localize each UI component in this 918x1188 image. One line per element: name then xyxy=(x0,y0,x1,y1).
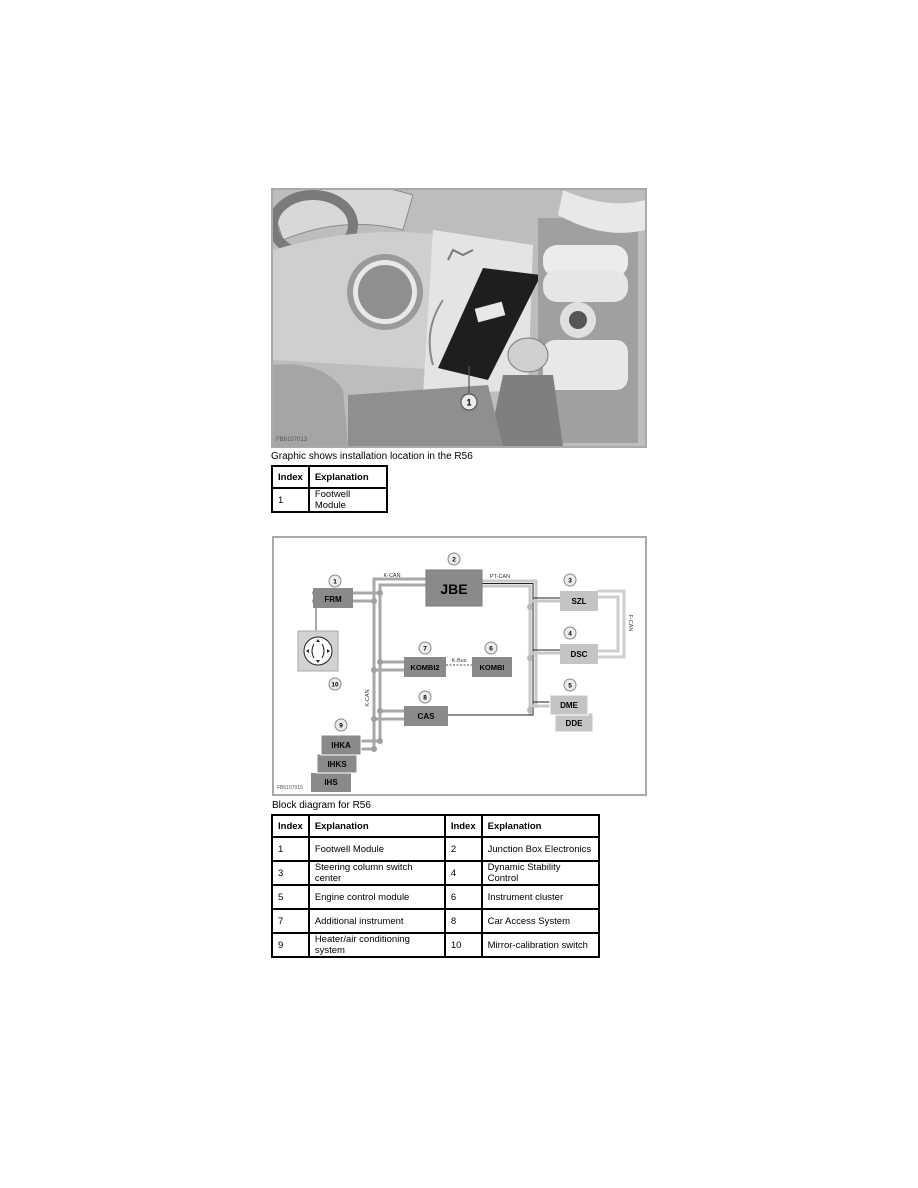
table-row: 1 Footwell Module xyxy=(271,487,389,513)
module-dme xyxy=(549,694,589,716)
cell-explanation: Heater/air conditioning system xyxy=(307,932,446,958)
cell-index: 9 xyxy=(271,932,310,958)
callout-1 xyxy=(460,393,478,411)
svg-text:2: 2 xyxy=(452,557,456,564)
figure-code: FB6107013 xyxy=(276,437,308,443)
module-cas xyxy=(404,706,448,726)
column-header-index: Index xyxy=(443,814,483,838)
cell-index: 1 xyxy=(271,836,310,862)
cell-explanation: Steering column switch center xyxy=(307,860,446,886)
svg-text:1: 1 xyxy=(333,579,337,586)
module-ihka xyxy=(320,734,362,756)
column-header-explanation: Explanation xyxy=(307,814,446,838)
cell-index: 7 xyxy=(271,908,310,934)
block-diagram: JBE FRM KOMBI2 KOMBI CAS IHS IHKS IHKA S… xyxy=(272,536,647,796)
cell-index: 10 xyxy=(443,932,483,958)
svg-text:6: 6 xyxy=(489,646,493,653)
module-szl xyxy=(560,591,598,611)
svg-text:KOMBI2: KOMBI2 xyxy=(410,663,439,672)
callout-markers xyxy=(328,552,577,732)
module-ihs xyxy=(311,773,351,792)
svg-text:10: 10 xyxy=(331,682,339,689)
cell-explanation: Car Access System xyxy=(480,908,601,934)
index-table-1: Index Explanation 1 Footwell Module xyxy=(271,465,389,513)
svg-text:KOMBI: KOMBI xyxy=(480,663,505,672)
cell-index: 5 xyxy=(271,884,310,910)
svg-text:IHS: IHS xyxy=(324,778,338,787)
table-header-row: Index Explanation Index Explanation xyxy=(271,814,601,838)
footwell-module-photo: 1 xyxy=(273,190,645,446)
table-row: 5 Engine control module 6 Instrument clu… xyxy=(271,884,601,910)
svg-text:PT-CAN: PT-CAN xyxy=(490,574,510,580)
column-header-explanation: Explanation xyxy=(480,814,601,838)
cell-explanation: Engine control module xyxy=(307,884,446,910)
module-frm xyxy=(313,588,353,608)
table-row: 7 Additional instrument 8 Car Access Sys… xyxy=(271,908,601,934)
svg-text:FB6107015: FB6107015 xyxy=(277,785,303,791)
table-row: 9 Heater/air conditioning system 10 Mirr… xyxy=(271,932,601,958)
k-can-junctions xyxy=(371,590,383,752)
svg-text:F-CAN: F-CAN xyxy=(627,615,633,632)
cell-explanation: Junction Box Electronics xyxy=(480,836,601,862)
cell-explanation: Mirror-calibration switch xyxy=(480,932,601,958)
svg-text:DME: DME xyxy=(560,701,578,710)
module-kombi xyxy=(472,657,512,677)
pt-can-bus xyxy=(448,579,560,716)
svg-text:DDE: DDE xyxy=(566,719,584,728)
index-table-2: Index Explanation Index Explanation 1 Fo… xyxy=(271,814,601,958)
table-row: 3 Steering column switch center 4 Dynami… xyxy=(271,860,601,886)
figure-caption: Block diagram for R56 xyxy=(272,800,371,811)
cell-explanation: Additional instrument xyxy=(307,908,446,934)
cell-explanation: Instrument cluster xyxy=(480,884,601,910)
svg-text:DSC: DSC xyxy=(571,650,588,659)
svg-text:3: 3 xyxy=(568,578,572,585)
column-header-index: Index xyxy=(271,814,310,838)
figure-caption: Graphic shows installation location in t… xyxy=(271,451,473,462)
module-jbe xyxy=(425,569,483,607)
table-row: 1 Footwell Module 2 Junction Box Electro… xyxy=(271,836,601,862)
column-header-index: Index xyxy=(271,465,310,489)
cell-explanation: Dynamic Stability Control xyxy=(480,860,601,886)
svg-text:IHKA: IHKA xyxy=(331,741,351,750)
cell-index: 2 xyxy=(443,836,483,862)
svg-text:IHKS: IHKS xyxy=(327,760,347,769)
f-can-bus xyxy=(598,589,626,659)
svg-text:K-Bus: K-Bus xyxy=(452,658,467,664)
cell-explanation: Footwell Module xyxy=(307,836,446,862)
column-header-explanation: Explanation xyxy=(307,465,389,489)
svg-text:SZL: SZL xyxy=(571,597,586,606)
svg-text:1: 1 xyxy=(466,398,471,408)
svg-text:8: 8 xyxy=(423,695,427,702)
cell-index: 3 xyxy=(271,860,310,886)
svg-text:FRM: FRM xyxy=(324,595,342,604)
mirror-switch-icon xyxy=(303,636,333,666)
svg-text:CAS: CAS xyxy=(418,712,436,721)
installation-photo: 1 FB6107013 xyxy=(271,188,647,448)
svg-text:4: 4 xyxy=(568,631,572,638)
svg-text:K-CAN: K-CAN xyxy=(383,573,400,579)
cell-index: 4 xyxy=(443,860,483,886)
table-header-row: Index Explanation xyxy=(271,465,389,489)
cell-index: 8 xyxy=(443,908,483,934)
svg-text:7: 7 xyxy=(423,646,427,653)
cell-index: 6 xyxy=(443,884,483,910)
cell-explanation: Footwell Module xyxy=(307,487,389,513)
module-dsc xyxy=(560,644,598,664)
svg-text:K-CAN: K-CAN xyxy=(365,689,371,706)
svg-text:9: 9 xyxy=(339,723,343,730)
svg-text:JBE: JBE xyxy=(440,581,467,597)
cell-index: 1 xyxy=(271,487,310,513)
module-kombi2 xyxy=(404,657,446,677)
svg-text:5: 5 xyxy=(568,683,572,690)
